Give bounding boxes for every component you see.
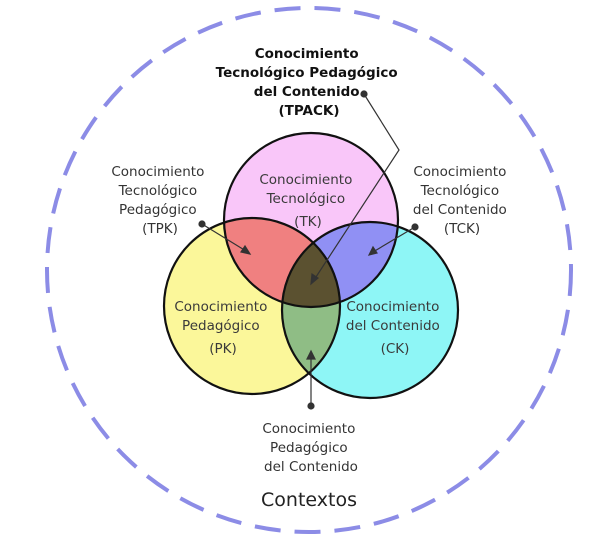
ck-label: Conocimiento del Contenido (CK) xyxy=(346,299,444,357)
pk-label: Conocimiento Pedagógico (PK) xyxy=(174,299,271,357)
tck-arrow xyxy=(367,223,419,256)
context-label: Contextos xyxy=(261,489,357,511)
tpk-arrow xyxy=(198,220,252,255)
pck-arrow xyxy=(306,349,316,410)
pck-label: Conocimiento Pedagógico del Contenido xyxy=(262,421,359,475)
tpk-label: Conocimiento Tecnológico Pedagógico (TPK… xyxy=(111,164,208,237)
tck-label: Conocimiento Tecnológico del Contenido (… xyxy=(413,164,511,237)
tpack-label: Conocimiento Tecnológico Pedagógico del … xyxy=(216,46,403,119)
tpack-arrow xyxy=(310,90,400,286)
context-dashed-circle xyxy=(45,6,573,534)
tk-label: Conocimiento Tecnológico (TK) xyxy=(259,172,356,230)
